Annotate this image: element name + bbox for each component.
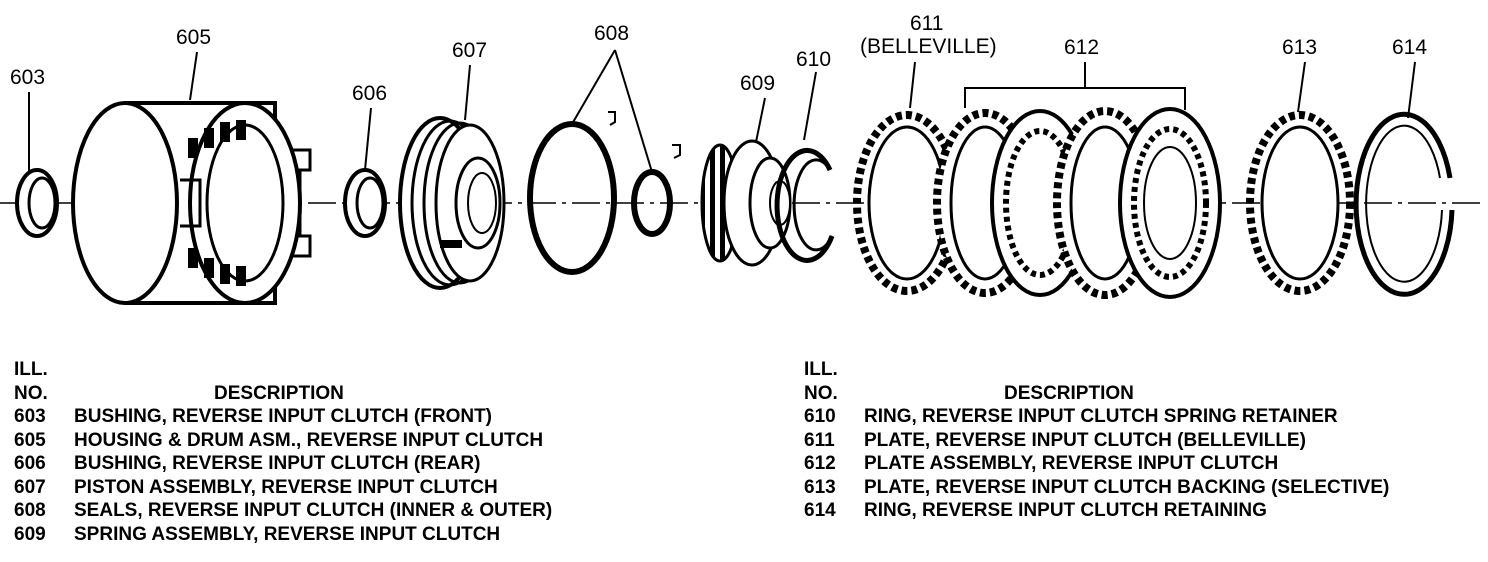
part-610-spring-retainer-ring [774,147,835,263]
legend-num: 608 [14,500,46,521]
legend-row: 605 HOUSING & DRUM ASM., REVERSE INPUT CL… [14,429,714,453]
legend-row: 611 PLATE, REVERSE INPUT CLUTCH (BELLEVIL… [804,429,1484,453]
exploded-parts-diagram: 603 605 606 607 608 609 610 611 (BELLEVI… [0,12,1480,305]
part-608-seals [527,111,681,275]
callout-609: 609 [740,72,775,95]
callout-611: 611 [910,12,943,35]
legend-text: PLATE, REVERSE INPUT CLUTCH BACKING (SEL… [864,476,1390,498]
legend-text: HOUSING & DRUM ASM., REVERSE INPUT CLUTC… [74,429,544,451]
legend-row: 613 PLATE, REVERSE INPUT CLUTCH BACKING (… [804,476,1484,500]
callout-611-belleville: (BELLEVILLE) [860,35,997,58]
legend-text: BUSHING, REVERSE INPUT CLUTCH (FRONT) [74,406,492,427]
callout-607: 607 [452,39,487,62]
callout-612: 612 [1064,36,1099,59]
callout-603: 603 [10,66,45,89]
part-607-piston-assembly [398,116,506,290]
legend-num: 607 [14,476,46,498]
legend-num: 603 [14,406,46,427]
callout-605: 605 [176,26,211,49]
legend-num: 610 [804,406,836,427]
legend-row: 607 PISTON ASSEMBLY, REVERSE INPUT CLUTCH [14,476,714,500]
callout-606: 606 [352,82,387,105]
callout-614: 614 [1392,36,1427,59]
legend-num: 606 [14,453,46,474]
part-612-plate-assembly [933,107,1222,299]
legend-num: 613 [804,476,836,498]
legend-row: 610 RING, REVERSE INPUT CLUTCH SPRING RET… [804,405,1484,429]
part-605-housing-drum [71,101,312,305]
legend-left-no: NO. [14,382,48,404]
legend-row: 606 BUSHING, REVERSE INPUT CLUTCH (REAR) [14,452,714,476]
legend-right-ill: ILL. [804,359,838,380]
part-614-retaining-ring [1353,111,1455,297]
legend-num: 612 [804,453,836,474]
legend-text: SPRING ASSEMBLY, REVERSE INPUT CLUTCH [74,523,501,545]
legend-num: 611 [804,429,835,451]
legend-num: 605 [14,429,46,451]
legend-num: 614 [804,500,836,521]
callout-613: 613 [1282,36,1317,59]
legend-text: PISTON ASSEMBLY, REVERSE INPUT CLUTCH [74,476,498,498]
legend-right-description-header: DESCRIPTION [1004,382,1134,404]
legend-row: 614 RING, REVERSE INPUT CLUTCH RETAINING [804,499,1484,523]
legend-row: 608 SEALS, REVERSE INPUT CLUTCH (INNER & … [14,499,714,523]
legend-left-description-header: DESCRIPTION [214,382,344,404]
legend-row: 612 PLATE ASSEMBLY, REVERSE INPUT CLUTCH [804,452,1484,476]
legend-text: SEALS, REVERSE INPUT CLUTCH (INNER & OUT… [74,500,553,521]
legend-text: PLATE, REVERSE INPUT CLUTCH (BELLEVILLE) [864,429,1306,451]
legend-text: BUSHING, REVERSE INPUT CLUTCH (REAR) [74,453,481,474]
legend-row: 603 BUSHING, REVERSE INPUT CLUTCH (FRONT) [14,405,714,429]
legend-left-ill: ILL. [14,359,48,380]
legend-text: RING, REVERSE INPUT CLUTCH SPRING RETAIN… [864,406,1338,427]
part-613-backing-plate [1246,111,1354,295]
part-603-front-bushing [15,168,59,238]
legend-right-no: NO. [804,382,838,404]
callout-608: 608 [594,22,629,45]
legend-text: PLATE ASSEMBLY, REVERSE INPUT CLUTCH [864,453,1279,474]
legend-row: 609 SPRING ASSEMBLY, REVERSE INPUT CLUTCH [14,523,714,547]
legend-text: RING, REVERSE INPUT CLUTCH RETAINING [864,500,1267,521]
part-606-rear-bushing [343,168,387,238]
legend-num: 609 [14,523,46,545]
callout-610: 610 [796,48,831,71]
